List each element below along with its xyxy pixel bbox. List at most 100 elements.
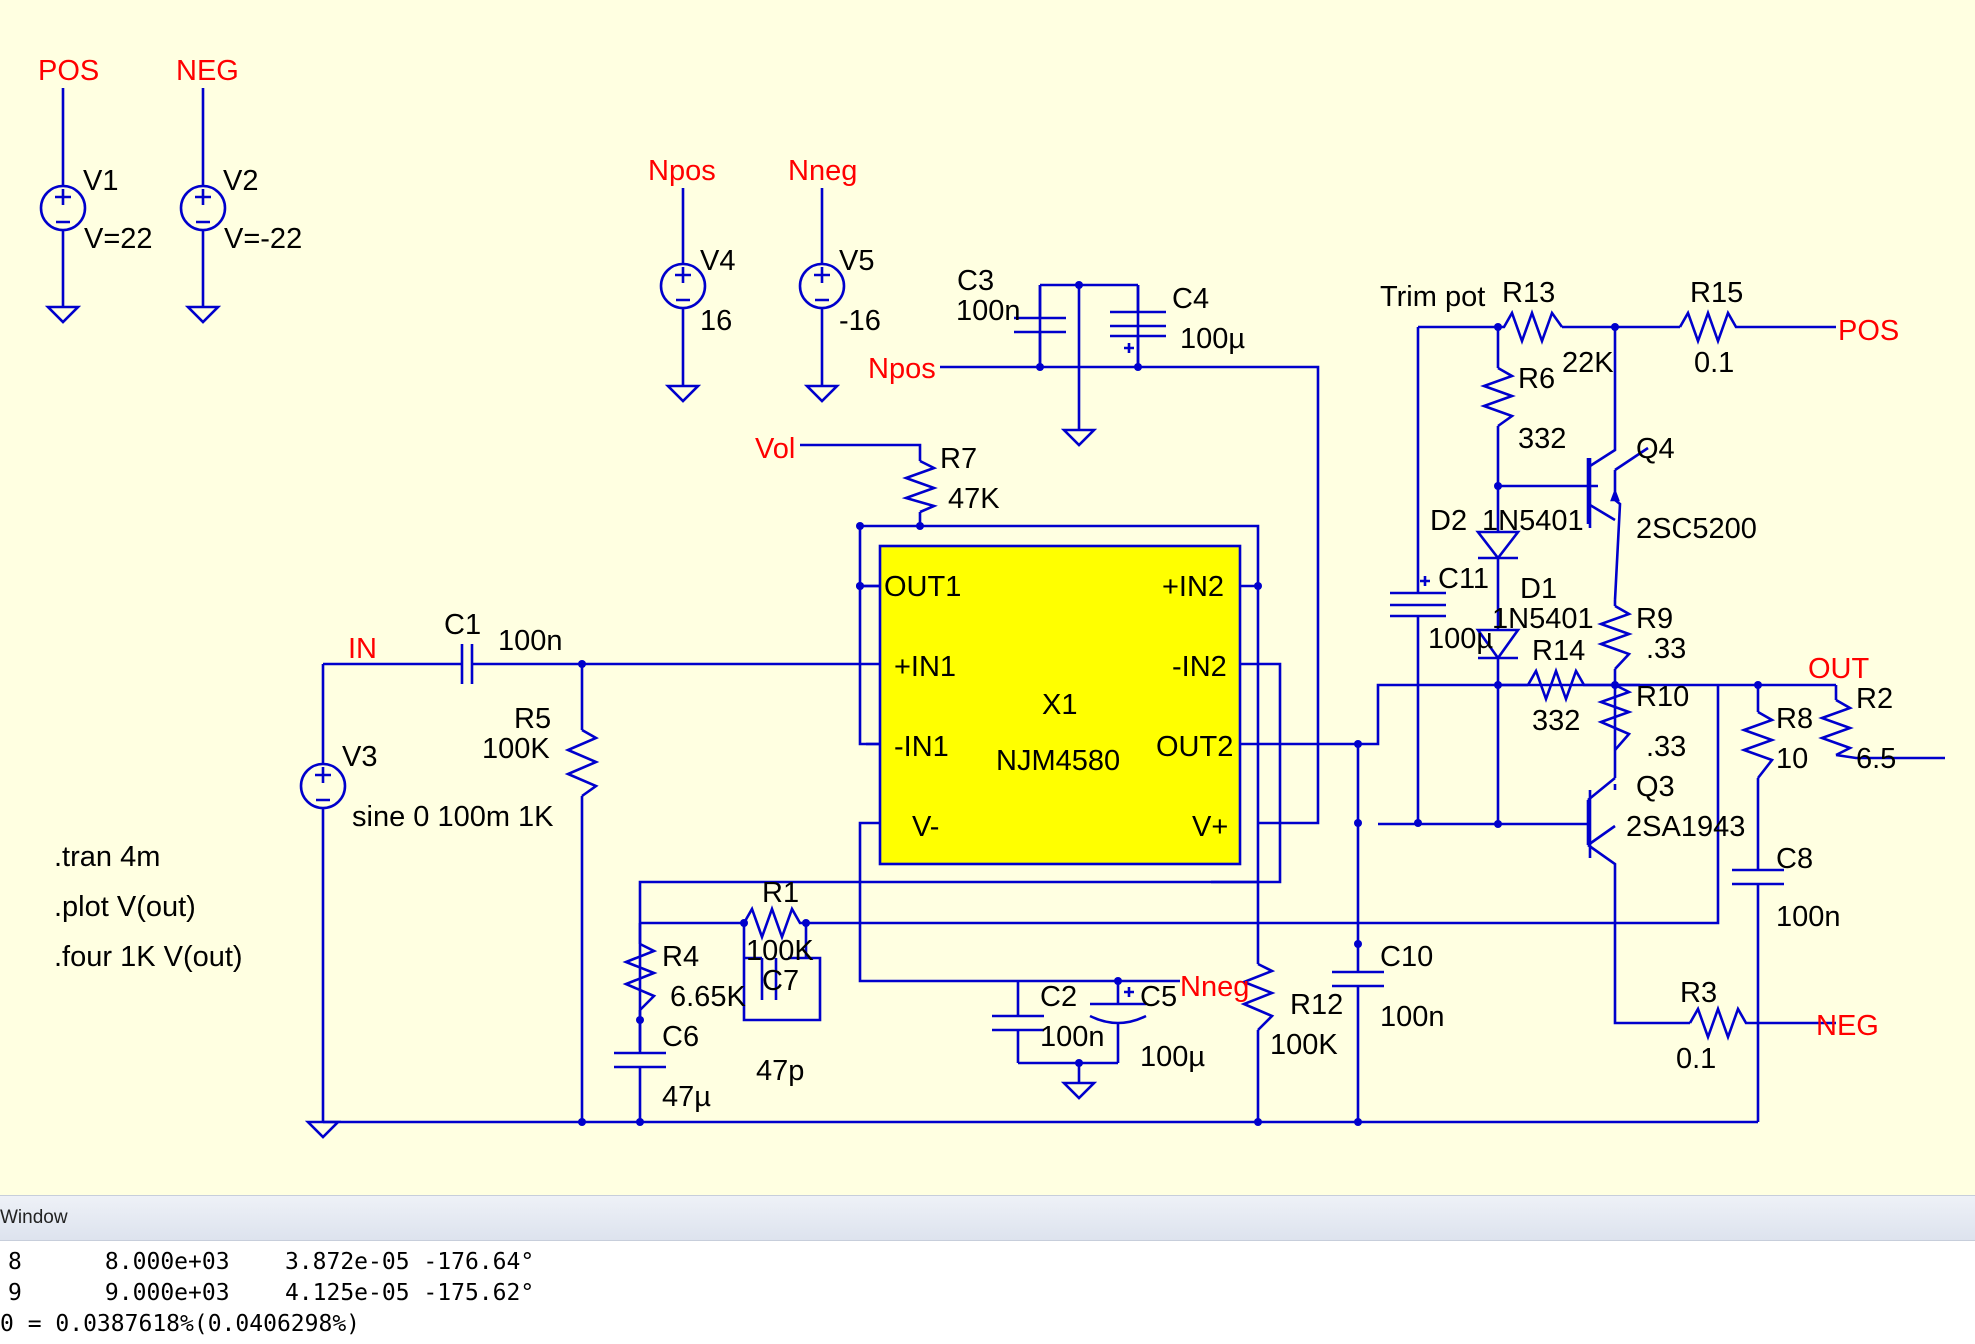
c6-name: C6 — [662, 1021, 699, 1053]
r5-name: R5 — [514, 703, 551, 735]
resistor-icon[interactable] — [1480, 366, 1516, 428]
spice-directive[interactable]: .four 1K V(out) — [54, 941, 243, 973]
capacitor-icon[interactable] — [450, 644, 484, 684]
resistor-icon[interactable] — [1597, 604, 1633, 670]
resistor-icon[interactable] — [622, 942, 658, 1011]
schematic-canvas[interactable]: POS NEG Npos Nneg Npos Vol IN Nneg POS O… — [0, 0, 1975, 1195]
capacitor-icon[interactable] — [1014, 285, 1066, 367]
r7-name: R7 — [940, 443, 977, 475]
diode-icon[interactable] — [1475, 530, 1521, 561]
capacitor-icon[interactable] — [1732, 868, 1784, 895]
v1-name: V1 — [83, 165, 118, 197]
net-label-neg-2: NEG — [1816, 1010, 1879, 1042]
resistor-icon[interactable] — [1240, 962, 1276, 1031]
v3-value: sine 0 100m 1K — [352, 801, 554, 833]
net-label-nneg-2: Nneg — [1180, 971, 1249, 1003]
net-label-in: IN — [348, 633, 377, 665]
x1-name: X1 — [1042, 689, 1077, 721]
r12-name: R12 — [1290, 989, 1343, 1021]
r7-value: 47K — [948, 483, 1000, 515]
r2-name: R2 — [1856, 683, 1893, 715]
r6-name: R6 — [1518, 363, 1555, 395]
r10-value: .33 — [1646, 731, 1686, 763]
spice-error-log-window[interactable]: Window 8 8.000e+03 3.872e-05 -176.64° 9 … — [0, 1195, 1975, 1344]
voltage-source-icon[interactable] — [798, 262, 846, 310]
resistor-icon[interactable] — [1678, 309, 1744, 345]
capacitor-icon[interactable] — [1332, 970, 1384, 1000]
r13-name: R13 — [1502, 277, 1555, 309]
resistor-icon[interactable] — [742, 905, 806, 941]
resistor-icon[interactable] — [1597, 683, 1633, 751]
resistor-icon[interactable] — [901, 459, 938, 514]
c8-name: C8 — [1776, 843, 1813, 875]
r4-value: 6.65K — [670, 981, 746, 1013]
resistor-icon[interactable] — [564, 728, 600, 798]
net-label-npos-2: Npos — [868, 353, 936, 385]
d1-name: D1 — [1520, 573, 1557, 605]
d1-value: 1N5401 — [1492, 603, 1594, 635]
ground-icon — [304, 1120, 342, 1139]
net-label-pos-2: POS — [1838, 315, 1899, 347]
voltage-source-icon[interactable] — [179, 184, 227, 232]
ground-icon — [803, 384, 841, 403]
v4-name: V4 — [700, 245, 735, 277]
net-label-npos: Npos — [648, 155, 716, 187]
r14-name: R14 — [1532, 635, 1585, 667]
r8-name: R8 — [1776, 703, 1813, 735]
r1-name: R1 — [762, 877, 799, 909]
resistor-icon[interactable] — [1498, 309, 1564, 345]
v2-name: V2 — [223, 165, 258, 197]
r1-value: 100K — [746, 935, 814, 967]
c2-value: 100n — [1040, 1021, 1105, 1053]
d2-name: D2 — [1430, 505, 1467, 537]
resistor-icon[interactable] — [1688, 1005, 1754, 1041]
opamp-icon[interactable] — [856, 544, 1262, 866]
log-line: 9 9.000e+03 4.125e-05 -175.62° — [8, 1280, 535, 1306]
voltage-source-icon[interactable] — [659, 262, 707, 310]
r2-value: 6.5 — [1856, 743, 1896, 775]
ground-icon — [184, 305, 222, 324]
resistor-icon[interactable] — [1818, 698, 1854, 757]
polarized-capacitor-icon[interactable] — [1390, 576, 1446, 640]
resistor-icon[interactable] — [1740, 710, 1776, 779]
c2-name: C2 — [1040, 981, 1077, 1013]
voltage-source-icon[interactable] — [39, 184, 87, 232]
r3-value: 0.1 — [1676, 1043, 1716, 1075]
capacitor-icon[interactable] — [992, 998, 1044, 1032]
x1-pin-in1n: -IN1 — [894, 731, 949, 763]
x1-pin-vpos: V+ — [1192, 811, 1228, 843]
polarized-capacitor-icon[interactable] — [1110, 285, 1166, 367]
ground-icon — [664, 384, 702, 403]
net-label-neg: NEG — [176, 55, 239, 87]
c6-value: 47µ — [662, 1081, 711, 1113]
log-window-title[interactable]: Window — [0, 1195, 1975, 1241]
voltage-source-icon[interactable] — [299, 762, 347, 810]
log-line: 0 = 0.0387618%(0.0406298%) — [0, 1311, 361, 1337]
capacitor-icon[interactable] — [760, 958, 778, 1000]
polarized-capacitor-icon[interactable] — [1089, 987, 1147, 1040]
x1-value: NJM4580 — [996, 745, 1120, 777]
v5-name: V5 — [839, 245, 874, 277]
r4-name: R4 — [662, 941, 699, 973]
spice-directive[interactable]: .plot V(out) — [54, 891, 196, 923]
ground-icon — [1060, 428, 1098, 447]
r6-value: 332 — [1518, 423, 1566, 455]
c1-value: 100n — [498, 625, 563, 657]
c3-value: 100n — [956, 295, 1021, 327]
c3-name: C3 — [957, 265, 994, 297]
capacitor-icon[interactable] — [614, 1051, 666, 1078]
spice-directive[interactable]: .tran 4m — [54, 841, 160, 873]
x1-pin-vneg: V- — [912, 811, 939, 843]
diode-icon[interactable] — [1475, 628, 1521, 661]
v5-value: -16 — [839, 305, 881, 337]
c4-value: 100µ — [1180, 323, 1245, 355]
x1-pin-out1: OUT1 — [884, 571, 961, 603]
resistor-icon[interactable] — [1526, 667, 1590, 703]
r9-name: R9 — [1636, 603, 1673, 635]
ground-icon — [1060, 1081, 1098, 1100]
c5-name: C5 — [1140, 981, 1177, 1013]
x1-pin-in2n: -IN2 — [1172, 651, 1227, 683]
c4-name: C4 — [1172, 283, 1209, 315]
r9-value: .33 — [1646, 633, 1686, 665]
v4-value: 16 — [700, 305, 732, 337]
